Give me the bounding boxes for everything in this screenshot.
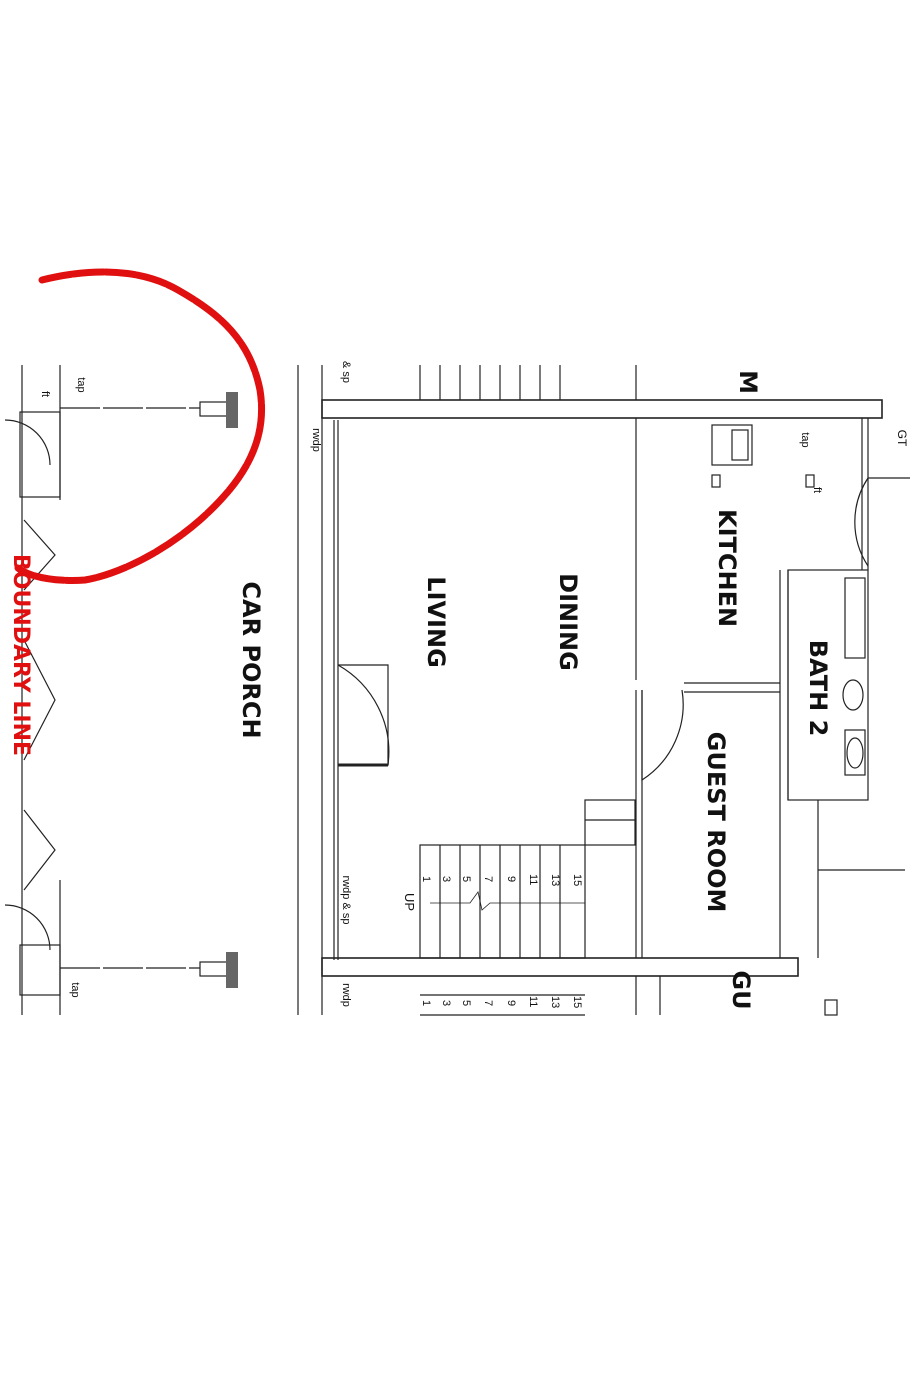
stair-num-1: 1 <box>420 1000 432 1006</box>
stair-num-13: 13 <box>549 996 561 1008</box>
ft-label-gate-top: ft <box>39 391 51 397</box>
partial-room-top-label: M <box>734 370 762 394</box>
partial-room-bottom-label: GU <box>727 970 755 1009</box>
stair-num-11: 11 <box>527 874 539 885</box>
stair-num-7: 7 <box>482 1000 494 1006</box>
rwdp-sp-label-bottom: rwdp & sp <box>340 876 352 925</box>
stair-num-7: 7 <box>482 876 494 882</box>
stair-num-13: 13 <box>549 874 561 886</box>
stair-num-15: 15 <box>571 996 583 1008</box>
tap-label-kitchen: tap <box>799 432 811 447</box>
gt-label: GT <box>895 430 909 447</box>
gate-post-bottom <box>226 952 238 988</box>
tap-label-gate-bottom: tap <box>69 982 81 997</box>
stair-num-1: 1 <box>420 876 432 882</box>
plan-linework <box>4 365 910 1016</box>
ft-label-kitchen: ft <box>811 487 823 493</box>
stair-num-3: 3 <box>440 1000 452 1006</box>
stair-numbers-upper: 1 3 5 7 9 11 13 15 <box>420 874 583 886</box>
tap-label-gate-top: tap <box>75 377 87 392</box>
stair-num-15: 15 <box>571 874 583 886</box>
stair-num-11: 11 <box>527 996 539 1007</box>
stair-num-3: 3 <box>440 876 452 882</box>
car-porch-label: CAR PORCH <box>237 581 265 738</box>
stair-num-9: 9 <box>505 1000 517 1006</box>
stair-num-9: 9 <box>505 876 517 882</box>
rwdp-label-bottom: rwdp <box>340 983 352 1007</box>
stair-num-5: 5 <box>460 1000 472 1006</box>
gate-post-top <box>226 392 238 428</box>
guest-room-label: GUEST ROOM <box>702 732 730 913</box>
stair-num-5: 5 <box>460 876 472 882</box>
rwdp-label-top: rwdp <box>310 428 322 452</box>
dining-label: DINING <box>554 573 582 671</box>
kitchen-label: KITCHEN <box>713 509 741 627</box>
bath-2-label: BATH 2 <box>804 640 832 737</box>
up-label: UP <box>402 893 417 911</box>
red-annotation-circle <box>14 268 266 584</box>
stair-numbers-lower: 1 3 5 7 9 11 13 15 <box>420 996 583 1008</box>
living-label: LIVING <box>422 576 450 668</box>
rwdp-sp-label-top: & sp <box>340 361 352 383</box>
boundary-line-label: BOUNDARY LINE <box>8 554 33 756</box>
